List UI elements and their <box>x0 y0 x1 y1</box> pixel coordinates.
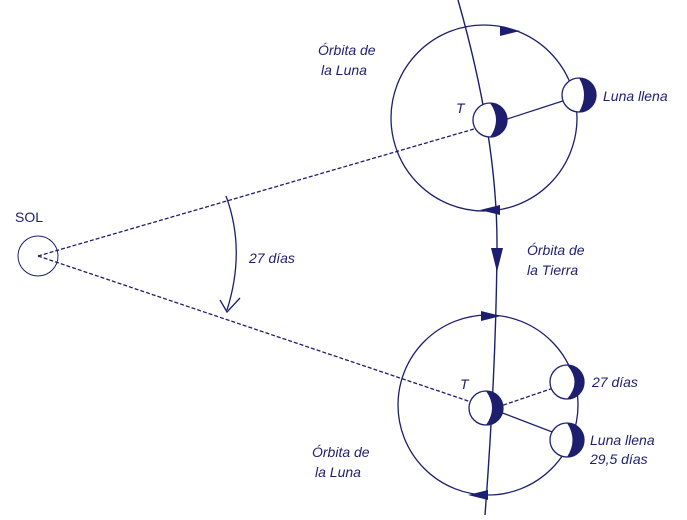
sun-to-earth-bottom-line <box>38 256 492 409</box>
earth-orbit-label-line2: la Tierra <box>527 262 578 278</box>
earth-top <box>473 103 507 137</box>
full-moon-top-label: Luna llena <box>603 88 668 104</box>
moon-orbit-top-label-line1: Órbita de <box>318 42 376 58</box>
earth-bottom-label: T <box>460 376 470 392</box>
moon-27-days-label: 27 días <box>591 374 638 390</box>
angle-arc <box>226 196 236 310</box>
moon-orbit-bottom-label-line2: la Luna <box>315 464 361 480</box>
sun-to-earth-top-line <box>38 122 498 256</box>
full-moon-bottom <box>550 423 584 457</box>
earth-orbit-label-line1: Órbita de <box>527 242 585 258</box>
sun-label: SOL <box>15 209 43 225</box>
moon-27-days <box>550 365 584 399</box>
moon-orbit-top-label-line2: la Luna <box>321 62 367 78</box>
moon-orbit-bottom-arrow-upper <box>481 311 501 321</box>
full-moon-top <box>562 78 596 112</box>
earth-top-label: T <box>456 100 466 116</box>
full-moon-bottom-label-line2: 29,5 días <box>589 451 648 467</box>
angle-label: 27 días <box>248 250 295 266</box>
moon-orbit-top-arrow-upper <box>500 26 520 36</box>
earth-orbit-arrow <box>491 248 503 272</box>
moon-orbit-bottom-arrow-lower <box>468 490 488 500</box>
moon-orbit-top-arrow-lower <box>480 205 500 215</box>
earth-bottom <box>469 391 503 425</box>
full-moon-bottom-label-line1: Luna llena <box>590 432 655 448</box>
earth-orbit-path <box>458 0 497 515</box>
moon-orbit-bottom-label-line1: Órbita de <box>312 444 370 460</box>
